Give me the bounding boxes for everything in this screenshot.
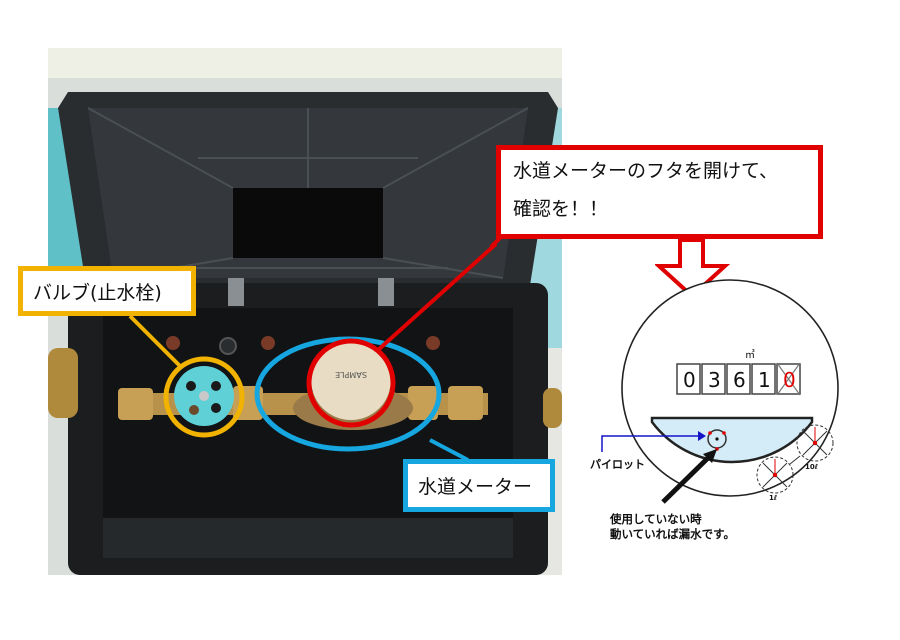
leak-note-line1: 使用していない時 [610,512,702,526]
red-leader-line [490,236,502,250]
dial-10l-label: 10ℓ [805,463,819,471]
digit-4: 1 [758,368,771,392]
callout-valve-label: バルブ(止水栓) [33,281,162,304]
leak-note-line2: 動いていれば漏水です。 [610,527,736,541]
callout-open-lid-line2: 確認を！！ [513,198,609,220]
meter-unit: ㎥ [745,350,755,361]
callout-water-meter: 水道メーター [403,459,555,512]
callout-water-meter-label: 水道メーター [418,476,533,498]
callout-open-lid: 水道メーターのフタを開けて、 確認を！！ [496,145,823,239]
meter-face [650,416,814,464]
down-arrow-icon [655,238,730,299]
pilot-label: パイロット [590,458,645,471]
meter-dial-diagram: ㎥ 0 3 6 1 0 10ℓ 1ℓ パイロット 使用していない時 動いていれば… [560,230,900,570]
dial-1l-label: 1ℓ [769,494,778,502]
digit-5-crossed: 0 [783,368,796,392]
callout-open-lid-line1: 水道メーターのフタを開けて、 [513,160,779,182]
meter-face-text: SAMPLE [335,370,367,379]
callout-valve: バルブ(止水栓) [18,266,196,316]
digit-3: 6 [733,368,746,392]
digit-2: 3 [708,368,721,392]
digit-1: 0 [683,368,696,392]
leak-note: 使用していない時 動いていれば漏水です。 [610,512,735,542]
